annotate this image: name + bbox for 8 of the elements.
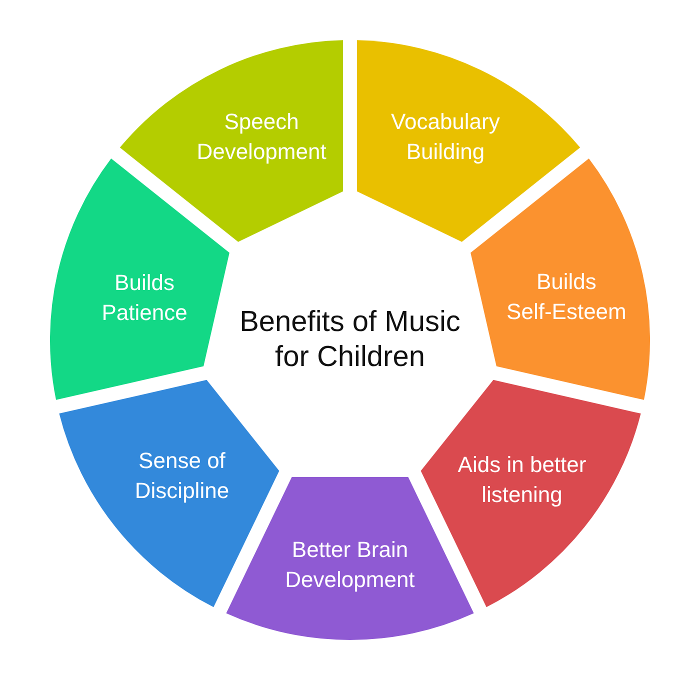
diagram-title: Benefits of Music for Children bbox=[238, 305, 462, 375]
segment-label: Speech Development bbox=[196, 108, 328, 166]
segment-label: Aids in better listening bbox=[456, 451, 588, 510]
segment-label: Vocabulary Building bbox=[390, 108, 501, 166]
segment-label: Sense of Discipline bbox=[134, 447, 230, 506]
segment-label: Builds Self-Esteem bbox=[506, 268, 628, 326]
segment-label: Builds Patience bbox=[100, 269, 188, 328]
segment-label: Better Brain Development bbox=[284, 536, 416, 594]
